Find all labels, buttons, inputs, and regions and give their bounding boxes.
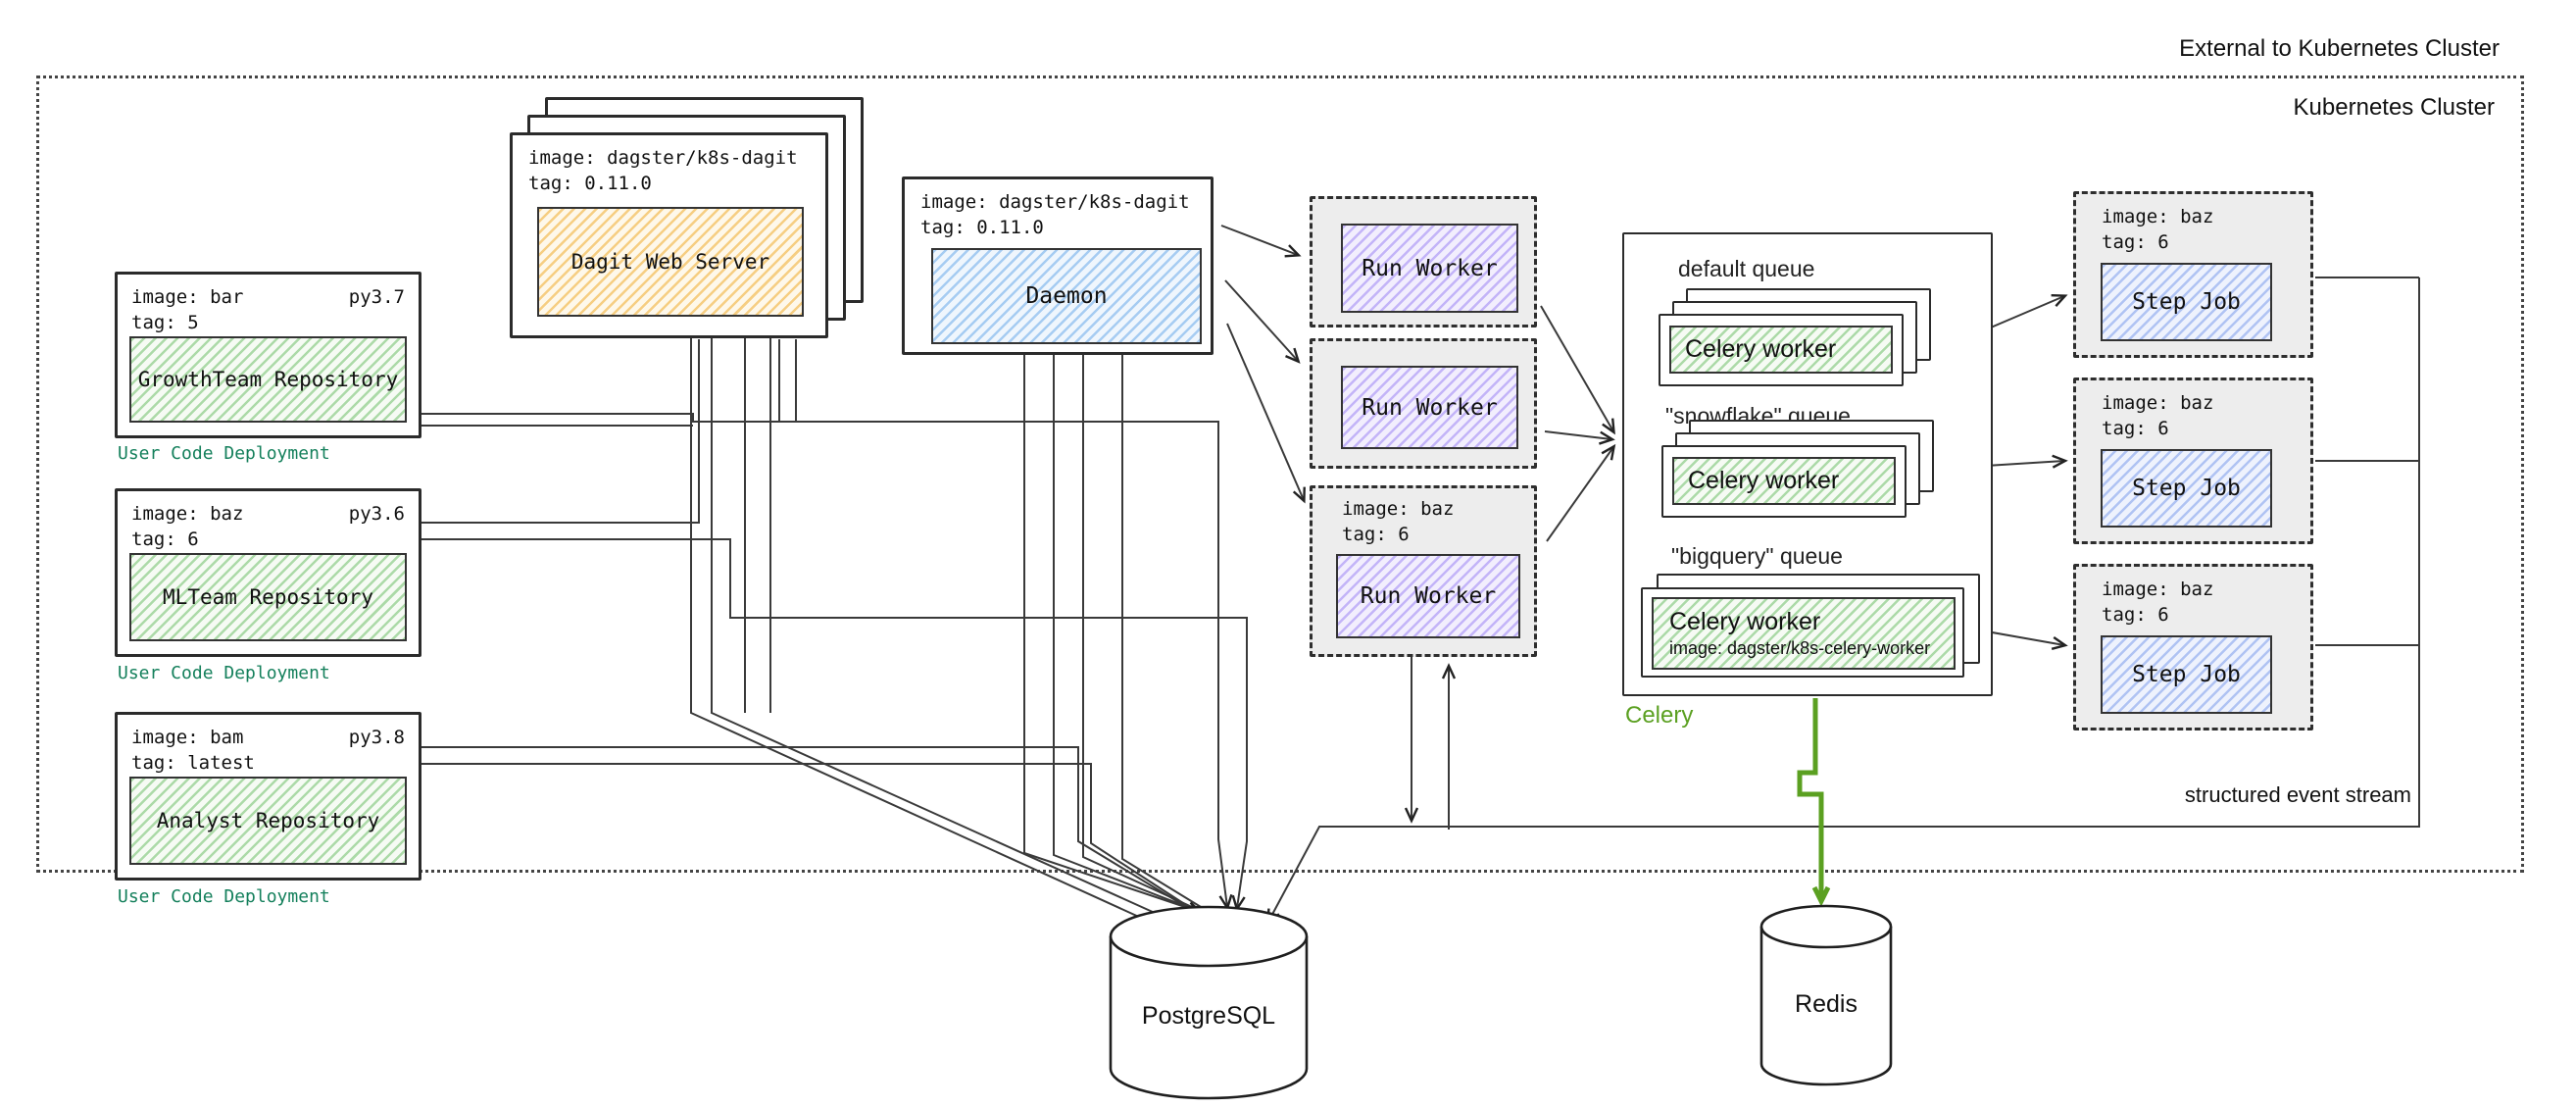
step-job: Step Job (2101, 263, 2272, 341)
celery-worker-box-bigquery: Celery worker image: dagster/k8s-celery-… (1641, 587, 1964, 678)
celery-worker-box: Celery worker (1661, 445, 1907, 518)
celery-queues-box: default queue Celery worker "snowflake" … (1622, 232, 1993, 696)
step-job: Step Job (2101, 635, 2272, 714)
external-cluster-label: External to Kubernetes Cluster (2179, 35, 2500, 62)
dagit-web-server: Dagit Web Server (537, 207, 804, 317)
celery-worker-box: Celery worker (1659, 314, 1904, 386)
queue-label-bigquery: "bigquery" queue (1671, 543, 1843, 569)
run-worker: Run Worker (1341, 366, 1518, 449)
kubernetes-cluster-boundary (36, 76, 2524, 873)
celery-worker: Celery worker (1672, 457, 1896, 505)
celery-worker: Celery worker (1669, 326, 1893, 374)
postgres-label: PostgreSQL (1141, 1002, 1276, 1030)
run-worker: Run Worker (1341, 224, 1518, 313)
celery-label: Celery (1625, 702, 1694, 729)
repo-python-version: py3.6 (348, 503, 405, 525)
wire-group (421, 225, 2420, 930)
queue-label-default: default queue (1678, 256, 1815, 281)
structured-event-stream-label: structured event stream (2184, 782, 2411, 807)
user-code-deployment-caption-1: User Code Deployment (118, 443, 330, 464)
repository-box: Analyst Repository (129, 777, 407, 865)
repo-python-version: py3.7 (348, 286, 405, 308)
daemon: Daemon (931, 248, 1202, 344)
step-job: Step Job (2101, 449, 2272, 528)
celery-worker: Celery worker image: dagster/k8s-celery-… (1652, 597, 1956, 670)
repo-python-version: py3.8 (348, 727, 405, 748)
run-worker-pod-2: Run Worker (1310, 338, 1537, 469)
celery-worker-image: image: dagster/k8s-celery-worker (1669, 638, 1931, 658)
run-worker: Run Worker (1336, 554, 1520, 638)
run-worker-pod-1: Run Worker (1310, 196, 1537, 327)
celery-worker-title: Celery worker (1669, 608, 1821, 635)
kubernetes-cluster-label: Kubernetes Cluster (2293, 94, 2495, 121)
user-code-deployment-caption-2: User Code Deployment (118, 663, 330, 683)
postgres-cylinder (1109, 905, 1309, 1100)
user-code-deployment-caption-3: User Code Deployment (118, 886, 330, 907)
redis-label: Redis (1795, 990, 1858, 1018)
repository-box: MLTeam Repository (129, 553, 407, 641)
redis-cylinder (1759, 904, 1893, 1086)
repository-box: GrowthTeam Repository (129, 336, 407, 423)
celery-to-redis-line (1797, 698, 1831, 907)
